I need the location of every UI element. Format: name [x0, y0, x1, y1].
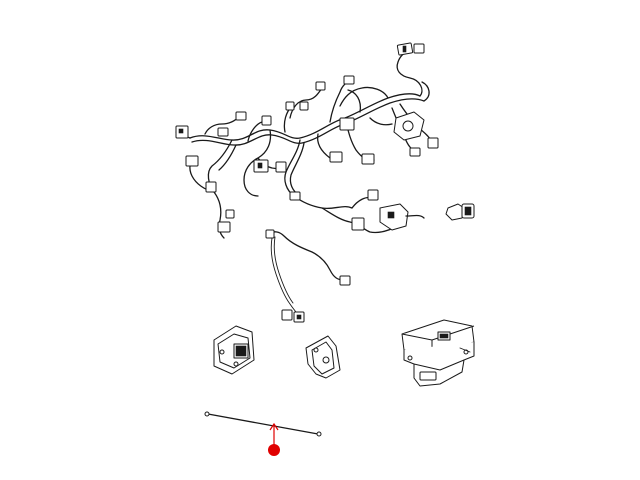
callout-arrowhead — [269, 422, 279, 431]
callout-marker[interactable] — [268, 422, 280, 456]
module-bracket-left[interactable] — [213, 325, 255, 375]
wire-rod[interactable] — [204, 411, 322, 437]
instrument-panel-wiring-harness[interactable] — [175, 42, 439, 239]
module-bracket-center[interactable] — [305, 335, 341, 379]
sensor-connector[interactable] — [445, 203, 475, 221]
red-dot-marker-icon[interactable] — [268, 444, 280, 456]
jumper-harness[interactable] — [265, 229, 351, 323]
electronic-module[interactable] — [401, 319, 475, 387]
